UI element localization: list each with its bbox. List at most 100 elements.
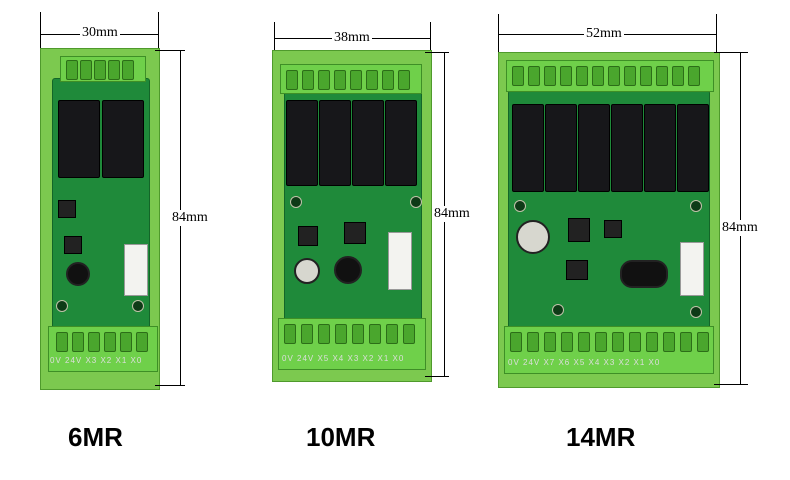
chip [604,220,622,238]
height-label: 84mm [432,206,472,222]
board-label: 10MR [306,422,376,452]
screw [608,66,620,86]
screw [369,324,381,344]
inductor [566,260,588,280]
capacitor [294,258,320,284]
pin-labels: 0V 24V X5 X4 X3 X2 X1 X0 [282,354,405,363]
pin-labels: 0V 24V X3 X2 X1 X0 [50,356,143,365]
relay [385,100,417,186]
screw [576,66,588,86]
relay [578,104,610,192]
screw [544,332,556,352]
dim-tick [425,376,449,377]
dim-tick [155,50,185,51]
inductor [64,236,82,254]
mount-hole [552,304,564,316]
dim-tick [274,22,275,52]
width-label: 38mm [332,30,372,46]
board-label: 14MR [566,422,636,452]
screw [80,60,92,80]
screw [646,332,658,352]
coil [334,256,362,284]
dim-tick [714,52,748,53]
coil [620,260,668,288]
mount-hole [690,200,702,212]
board-label: 6MR [68,422,123,452]
pin-labels: 0V 24V X7 X6 X5 X4 X3 X2 X1 X0 [508,358,661,367]
dim-tick [158,12,159,52]
screw [561,332,573,352]
screw [286,70,298,90]
height-label: 84mm [720,220,760,236]
coil [66,262,90,286]
screw [697,332,709,352]
screw [120,332,132,352]
screw [403,324,415,344]
inductor [298,226,318,246]
relay [319,100,351,186]
relay [102,100,144,178]
screw [352,324,364,344]
screw [72,332,84,352]
screw [612,332,624,352]
height-dimension-line [740,52,741,384]
capacitor [516,220,550,254]
mount-hole [514,200,526,212]
mount-hole [410,196,422,208]
screw [350,70,362,90]
screw [302,70,314,90]
mount-hole [690,306,702,318]
screw [318,324,330,344]
screw [640,66,652,86]
screw [104,332,116,352]
screw [122,60,134,80]
screw [629,332,641,352]
dim-tick [714,384,748,385]
screw [382,70,394,90]
dim-tick [155,385,185,386]
screw [624,66,636,86]
screw [66,60,78,80]
screw [136,332,148,352]
screw [301,324,313,344]
relay [611,104,643,192]
dim-tick [425,52,449,53]
white-connector [388,232,412,290]
screw [663,332,675,352]
screw [688,66,700,86]
screw [386,324,398,344]
mount-hole [132,300,144,312]
dim-tick [430,22,431,52]
screw [528,66,540,86]
screw [108,60,120,80]
screw [88,332,100,352]
screw [560,66,572,86]
screw [334,70,346,90]
chip [568,218,590,242]
mount-hole [290,196,302,208]
width-label: 30mm [80,25,120,41]
relay [58,100,100,178]
relay [286,100,318,186]
relay [644,104,676,192]
mount-hole [56,300,68,312]
bottom-terminal-block [504,326,714,374]
screw [398,70,410,90]
height-label: 84mm [170,210,210,226]
chip [58,200,76,218]
screw [595,332,607,352]
screw [56,332,68,352]
relay [352,100,384,186]
screw [544,66,556,86]
width-label: 52mm [584,26,624,42]
screw [578,332,590,352]
dim-tick [40,12,41,52]
relay [512,104,544,192]
chip [344,222,366,244]
relay [545,104,577,192]
screw [592,66,604,86]
screw [94,60,106,80]
relay [677,104,709,192]
screw [510,332,522,352]
screw [335,324,347,344]
